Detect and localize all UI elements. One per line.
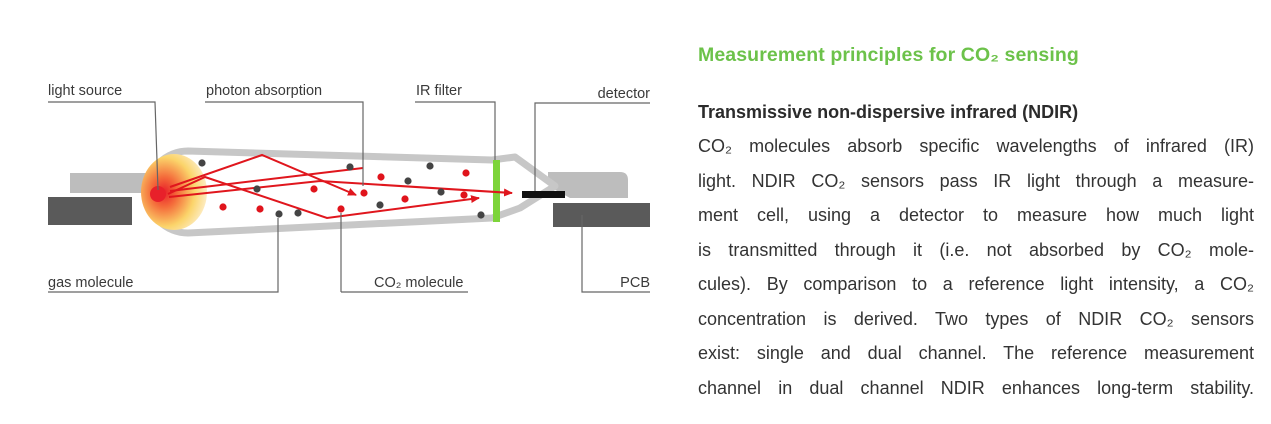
- light-source-leader-line: [48, 101, 159, 191]
- ndir-subheading: Transmissive non-dispersive infrared (ND…: [698, 102, 1079, 122]
- light-source-label: light source: [48, 83, 122, 99]
- gas-molecule-dot: [426, 162, 434, 170]
- photon-beams: [167, 153, 513, 220]
- photon-beam: [167, 175, 480, 220]
- gas-molecule-dot: [477, 211, 485, 219]
- ir-filter-label: IR filter: [416, 83, 462, 99]
- detector-label: detector: [598, 86, 651, 102]
- gas-molecule-dot: [253, 185, 261, 193]
- gas-molecule-dot: [376, 201, 384, 209]
- gas-molecule-dot: [275, 210, 283, 218]
- gas-molecule-leader-line: [48, 218, 279, 293]
- co2-molecule-dot: [219, 203, 227, 211]
- description-line: is transmitted through it (i.e. not abso…: [698, 239, 1254, 260]
- photon-absorption-leader-line: [205, 101, 364, 186]
- housing-top-left: [70, 173, 148, 193]
- photon-beam: [168, 179, 513, 198]
- ndir-description: CO₂ molecules absorb specific wavelength…: [698, 129, 1254, 405]
- gas-molecule-label: gas molecule: [48, 275, 133, 291]
- pcb-leader-line: [581, 215, 650, 293]
- co2-molecule-dot: [337, 205, 345, 213]
- description-line: light. NDIR CO₂ sensors pass IR light th…: [698, 170, 1254, 191]
- gas-molecule-dot: [404, 177, 412, 185]
- description-line: cules). By comparison to a reference lig…: [698, 274, 1254, 294]
- co2-molecule-dot: [360, 189, 368, 197]
- co2-molecule-dot: [256, 205, 264, 213]
- photon-beam: [169, 167, 364, 192]
- co2-molecules: [219, 169, 470, 213]
- co2-molecule-dot: [401, 195, 409, 203]
- description-line: exist: single and dual channel. The refe…: [698, 343, 1254, 363]
- detector-leader-line: [534, 102, 650, 191]
- ndir-diagram-svg: light source photon absorption IR filter…: [48, 83, 651, 293]
- pcb-plate-left: [48, 197, 132, 225]
- detector-element: [522, 191, 565, 198]
- description-line: concentration is derived. Two types of N…: [698, 308, 1254, 329]
- description-line: channel in dual channel NDIR enhances lo…: [698, 377, 1254, 398]
- description-line: CO₂ molecules absorb specific wavelength…: [698, 136, 1254, 156]
- co2-molecule-dot: [377, 173, 385, 181]
- pcb-label: PCB: [620, 275, 650, 291]
- section-heading: Measurement principles for CO₂ sensing: [698, 44, 1079, 66]
- co2-molecule-dot: [460, 191, 468, 199]
- light-source-icon: [150, 186, 166, 202]
- explanation-panel: Measurement principles for CO₂ sensing T…: [698, 40, 1254, 405]
- gas-molecule-dot: [198, 159, 206, 167]
- photon-absorption-label: photon absorption: [206, 83, 322, 99]
- housing-top-right: [548, 172, 628, 198]
- co2-molecule-dot: [310, 185, 318, 193]
- gas-molecules: [198, 159, 485, 219]
- ndir-sensor-diagram: light source photon absorption IR filter…: [48, 83, 651, 293]
- co2-molecule-dot: [462, 169, 470, 177]
- ir-filter: [493, 160, 500, 222]
- leader-lines: [48, 101, 650, 293]
- gas-molecule-dot: [294, 209, 302, 217]
- gas-molecule-dot: [346, 163, 354, 171]
- ir-filter-leader-line: [415, 101, 496, 160]
- description-line: ment cell, using a detector to measure h…: [698, 205, 1254, 225]
- gas-molecule-dot: [437, 188, 445, 196]
- pcb-plate-right: [553, 203, 650, 227]
- co2-molecule-label: CO₂ molecule: [374, 275, 463, 291]
